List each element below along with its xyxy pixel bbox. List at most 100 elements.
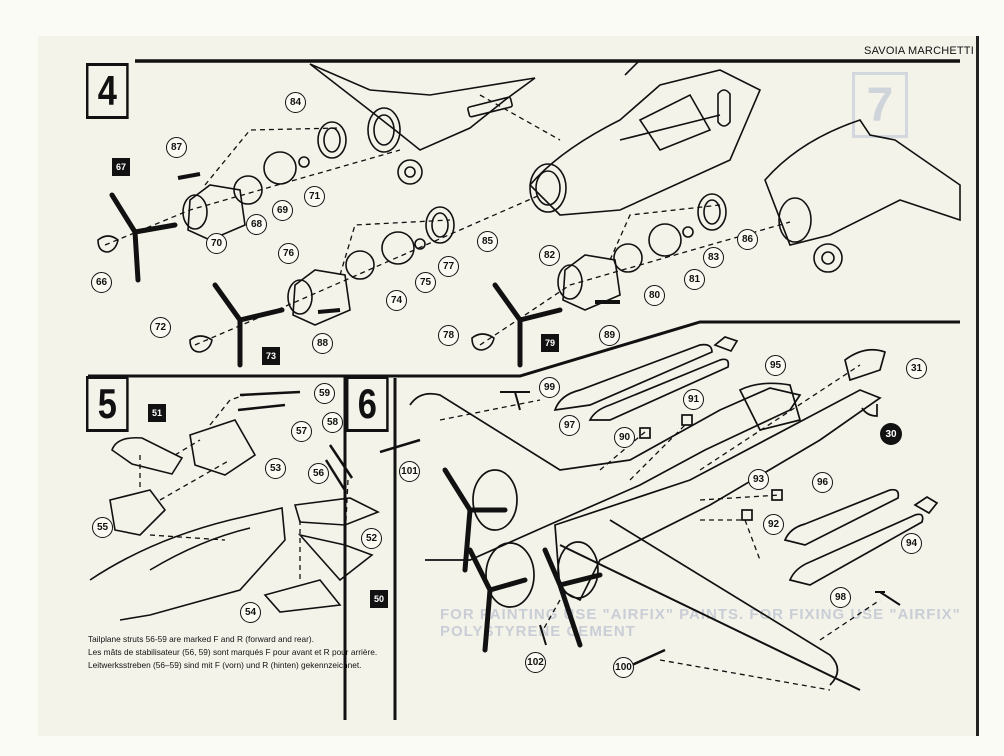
part-callout-78: 78 <box>438 325 459 346</box>
part-callout-100: 100 <box>613 657 634 678</box>
main-wing-fuselage <box>409 387 802 561</box>
part-callout-52: 52 <box>361 528 382 549</box>
pitot-101 <box>379 438 421 454</box>
torpedo-97 <box>553 343 713 412</box>
spinner-78 <box>471 333 495 351</box>
engine-69 <box>263 151 297 185</box>
nose-cowl <box>529 163 567 213</box>
gun-mount <box>624 59 641 76</box>
probe-100 <box>631 648 666 667</box>
step-number-4: 4 <box>86 63 129 119</box>
part-callout-54: 54 <box>240 602 261 623</box>
part-callout-88: 88 <box>312 333 333 354</box>
tailplane-52 <box>293 497 380 526</box>
tailplane-strut-note: Tailplane struts 56-59 are marked F and … <box>88 634 418 673</box>
nacelle-ring-right <box>778 197 812 243</box>
part-callout-97: 97 <box>559 415 580 436</box>
part-callout-31: 31 <box>906 358 927 379</box>
part-callout-57: 57 <box>291 421 312 442</box>
fuselage-tail <box>89 507 286 621</box>
step-number-5: 5 <box>86 376 129 432</box>
tail-fin <box>738 382 802 431</box>
part-callout-75: 75 <box>415 272 436 293</box>
part-callout-55: 55 <box>92 517 113 538</box>
part-callout-96: 96 <box>812 472 833 493</box>
part-callout-84: 84 <box>285 92 306 113</box>
part-callout-59: 59 <box>314 383 335 404</box>
engine-81 <box>648 223 682 257</box>
part-callout-69: 69 <box>272 200 293 221</box>
wing-panel <box>467 96 513 118</box>
prop-shaft-77 <box>414 238 426 250</box>
wheel-left <box>397 159 423 185</box>
part-callout-92: 92 <box>763 514 784 535</box>
nacelle-center <box>485 542 535 608</box>
ring-84 <box>317 121 347 159</box>
part-callout-101: 101 <box>399 461 420 482</box>
part-callout-89: 89 <box>599 325 620 346</box>
page-edge <box>976 36 979 736</box>
propeller-79 <box>492 282 563 368</box>
antenna-102 <box>539 624 547 646</box>
right-wing-outline <box>609 519 839 686</box>
spinner-72 <box>189 335 213 353</box>
aerial-99 <box>500 391 530 411</box>
ring-85 <box>425 206 455 244</box>
tailplane-51 <box>111 436 184 475</box>
section-divider <box>88 320 960 378</box>
note-german: Leitwerksstreben (56–59) sind mit F (vor… <box>88 660 362 670</box>
spinner-66 <box>97 235 119 253</box>
propeller-left <box>442 467 508 573</box>
tailplane-53 <box>189 419 257 476</box>
access-panel <box>717 89 731 127</box>
bomb-96 <box>783 488 900 546</box>
cowling-76 <box>292 269 351 326</box>
part-callout-71: 71 <box>304 186 325 207</box>
elevator-55 <box>109 489 167 536</box>
step-number-6: 6 <box>346 376 389 432</box>
strut-57 <box>237 403 286 412</box>
nacelle-ring-left <box>367 107 401 153</box>
exhaust-88 <box>317 308 341 314</box>
part-30 <box>861 404 878 417</box>
wing-leading-edge <box>559 544 861 691</box>
part-callout-51: 51 <box>148 404 166 422</box>
part-callout-66: 66 <box>91 272 112 293</box>
instruction-sheet <box>38 36 976 736</box>
fairing-31 <box>844 348 887 382</box>
engine-80 <box>613 243 643 273</box>
part-callout-90: 90 <box>614 427 635 448</box>
part-callout-91: 91 <box>683 389 704 410</box>
part-callout-102: 102 <box>525 652 546 673</box>
part-callout-85: 85 <box>477 231 498 252</box>
part-callout-86: 86 <box>737 229 758 250</box>
nacelle-left <box>472 469 518 531</box>
cowling-82 <box>562 254 621 311</box>
note-english: Tailplane struts 56-59 are marked F and … <box>88 634 314 644</box>
strut-59 <box>239 390 301 397</box>
part-callout-79: 79 <box>541 334 559 352</box>
part-callout-53: 53 <box>265 458 286 479</box>
strut-58 <box>328 444 354 479</box>
part-callout-83: 83 <box>703 247 724 268</box>
fuselage-body <box>554 389 882 602</box>
rack-94 <box>788 513 924 586</box>
part-callout-58: 58 <box>322 412 343 433</box>
center-fuselage-outline <box>528 69 762 216</box>
part-callout-50: 50 <box>370 590 388 608</box>
propeller-center <box>467 547 528 653</box>
strut-56 <box>324 459 348 493</box>
part-callout-76: 76 <box>278 243 299 264</box>
ring-86 <box>697 193 727 231</box>
part-callout-82: 82 <box>539 245 560 266</box>
mast-98 <box>875 591 901 606</box>
part-callout-70: 70 <box>206 233 227 254</box>
bomb-95 <box>713 336 739 353</box>
part-callout-81: 81 <box>684 269 705 290</box>
note-french: Les mâts de stabilisateur (56, 59) sont … <box>88 647 378 657</box>
bracket-92 <box>741 509 753 521</box>
propeller-73 <box>212 282 285 368</box>
bracket-90 <box>639 427 651 439</box>
exhaust-87 <box>177 172 201 180</box>
